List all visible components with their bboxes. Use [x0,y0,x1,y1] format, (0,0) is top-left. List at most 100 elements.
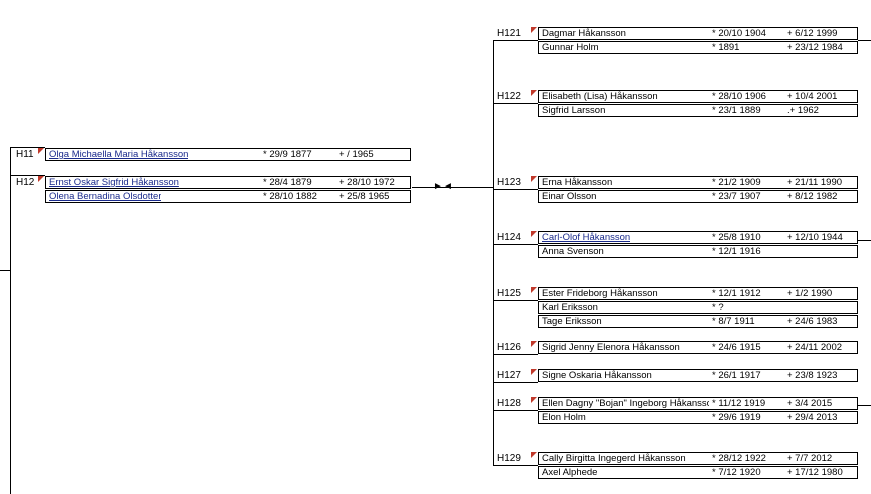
death-date: + 24/11 2002 [787,342,843,353]
birth-date: * 12/1 1912 [712,288,761,299]
birth-date: * 25/8 1910 [712,232,761,243]
right-branch-line-h122 [493,103,538,104]
person-name[interactable]: Ernst Oskar Sigfrid Håkansson [49,177,179,188]
birth-date: * 24/6 1915 [712,342,761,353]
death-date: + 17/12 1980 [787,467,843,478]
person-name: Axel Alphede [542,467,598,478]
person-row[interactable]: Axel Alphede* 7/12 1920+ 17/12 1980 [538,466,858,479]
person-name: Karl Eriksson [542,302,598,313]
person-row[interactable]: Elon Holm* 29/6 1919+ 29/4 2013 [538,411,858,424]
right-connector-line [493,40,494,466]
note-marker-icon [531,90,537,96]
person-name: Elon Holm [542,412,586,423]
person-row[interactable]: Olga Michaella Maria Håkansson * 29/9 187… [45,148,411,161]
birth-date: * 12/1 1916 [712,246,761,257]
person-name: Signe Oskaria Håkansson [542,370,652,381]
person-row[interactable]: Einar Olsson* 23/7 1907+ 8/12 1982 [538,190,858,203]
person-name: Sigrid Jenny Elenora Håkansson [542,342,680,353]
person-name: Ellen Dagny "Bojan" Ingeborg Håkansson [542,398,709,409]
person-row[interactable]: Ernst Oskar Sigfrid Håkansson * 28/4 1879… [45,176,411,189]
person-name: Sigfrid Larsson [542,105,606,116]
person-name: Gunnar Holm [542,42,599,53]
person-row[interactable]: Carl-Olof Håkansson * 25/8 1910 + 12/10 19… [538,231,858,244]
note-marker-icon [531,27,537,33]
family-code-label: H125 [497,288,521,299]
family-code-label: H124 [497,232,521,243]
birth-date: * 11/12 1919 [712,398,766,409]
note-marker-icon [531,176,537,182]
family-code-label: H129 [497,453,521,464]
family-code-label: H122 [497,91,521,102]
right-branch-line-h126 [493,354,538,355]
person-row[interactable]: Sigfrid Larsson * 23/1 1889 .+ 1962 [538,104,858,117]
person-row[interactable]: Sigrid Jenny Elenora Håkansson * 24/6 191… [538,341,858,354]
birth-date: * ? [712,302,724,313]
death-date: + 21/11 1990 [787,177,843,188]
person-name: Tage Eriksson [542,316,602,327]
note-marker-icon [38,148,44,154]
person-name[interactable]: Olena Bernadina Olsdotter [49,191,162,202]
birth-date: * 28/10 1906 [712,91,766,102]
birth-date: * 8/7 1911 [712,316,755,327]
family-code-label: H11 [16,149,34,160]
birth-date: * 23/1 1889 [712,105,761,116]
right-branch-line-h128 [493,410,538,411]
birth-date: * 26/1 1917 [712,370,761,381]
person-row[interactable]: Tage Eriksson * 8/7 1911 + 24/6 1983 [538,315,858,328]
note-marker-icon [531,341,537,347]
birth-date: * 28/4 1879 [263,177,312,188]
death-date: + 6/12 1999 [787,28,838,39]
person-row[interactable]: Erna Håkansson * 21/2 1909 + 21/11 1990 [538,176,858,189]
death-date: + 12/10 1944 [787,232,843,243]
death-date: + 24/6 1983 [787,316,838,327]
death-date: + 23/12 1984 [787,42,843,53]
person-name: Cally Birgitta Ingegerd Håkansson [542,453,686,464]
note-marker-icon [531,369,537,375]
birth-date: * 29/6 1919 [712,412,761,423]
death-date: + 8/12 1982 [787,191,838,202]
person-row[interactable]: Gunnar Holm* 1891+ 23/12 1984 [538,41,858,54]
family-code-label: H121 [497,28,521,39]
death-date: .+ 1962 [787,105,819,116]
death-date: + 10/4 2001 [787,91,838,102]
person-row[interactable]: Karl Eriksson * ? [538,301,858,314]
birth-date: * 29/9 1877 [263,149,312,160]
note-marker-icon [531,287,537,293]
arrow-right-icon: ► [433,181,443,192]
person-name: Dagmar Håkansson [542,28,626,39]
right-edge-stub-1 [858,40,871,41]
person-row[interactable]: Ellen Dagny "Bojan" Ingeborg Håkansson* … [538,397,858,410]
arrow-left-icon: ◄ [443,181,453,192]
right-branch-line-h129 [493,465,538,466]
birth-date: * 21/2 1909 [712,177,761,188]
center-link-line [412,187,494,188]
right-edge-stub-2 [858,240,871,241]
person-row[interactable]: Ester Frideborg Håkansson* 12/1 1912+ 1/… [538,287,858,300]
birth-date: * 28/10 1882 [263,191,317,202]
person-name[interactable]: Olga Michaella Maria Håkansson [49,149,189,160]
birth-date: * 28/12 1922 [712,453,766,464]
h12-branch-line [10,175,45,176]
person-row[interactable]: Cally Birgitta Ingegerd Håkansson * 28/12… [538,452,858,465]
death-date: + 1/2 1990 [787,288,833,299]
family-code-label: H128 [497,398,521,409]
death-date: + 28/10 1972 [339,177,395,188]
person-name: Erna Håkansson [542,177,613,188]
person-row[interactable]: Olena Bernadina Olsdotter* 28/10 1882+ 2… [45,190,411,203]
right-branch-line-h124 [493,244,538,245]
person-name: Anna Svenson [542,246,604,257]
family-code-label: H123 [497,177,521,188]
death-date: + 3/4 2015 [787,398,833,409]
person-row[interactable]: Signe Oskaria Håkansson* 26/1 1917+ 23/8… [538,369,858,382]
note-marker-icon [531,231,537,237]
person-row[interactable]: Anna Svenson * 12/1 1916 [538,245,858,258]
death-date: + / 1965 [339,149,374,160]
birth-date: * 20/10 1904 [712,28,766,39]
right-branch-line-h125 [493,300,538,301]
person-name[interactable]: Carl-Olof Håkansson [542,232,631,243]
person-row[interactable]: Dagmar Håkansson * 20/10 1904 + 6/12 1999 [538,27,858,40]
person-row[interactable]: Elisabeth (Lisa) Håkansson* 28/10 1906+ … [538,90,858,103]
family-code-label: H12 [16,177,35,188]
family-code-label: H126 [497,342,521,353]
left-stub-line [0,270,11,271]
